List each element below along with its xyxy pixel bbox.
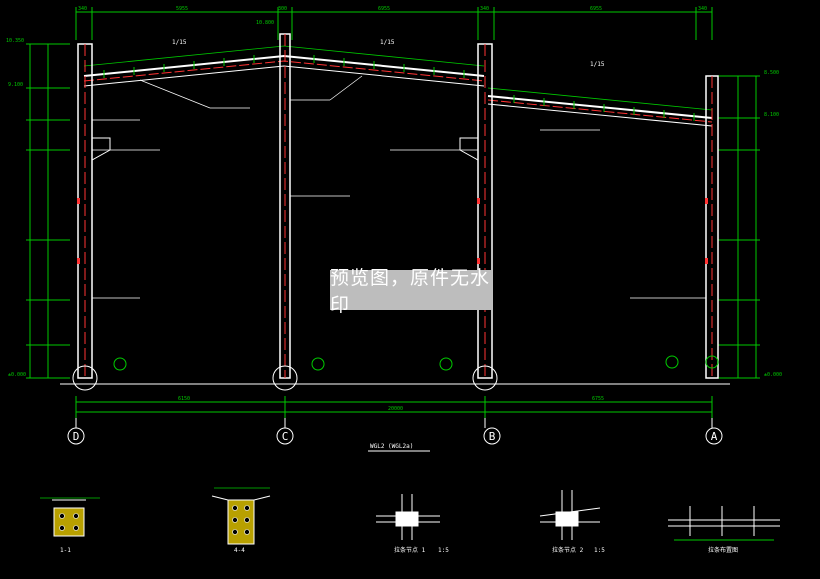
elev-right-top: 8.500 [764, 70, 779, 76]
detail-tie-node-2: 拉条节点 2 1:5 [539, 490, 605, 554]
rafter-left-span-bottom [83, 65, 485, 87]
watermark: 预览图，原件无水印 [330, 267, 492, 316]
slope-left: 1/15 [172, 39, 187, 46]
top-dimension-texts: 340 5955 300 6955 340 6955 340 [78, 6, 707, 12]
detail-1-1: 1-1 [40, 497, 100, 554]
detail-tie-layout: 拉条布置图 [668, 506, 780, 554]
detail-tie-node-1-scale: 1:5 [438, 547, 449, 554]
purlin-dim-line [83, 45, 713, 111]
rafter-right-span [487, 95, 713, 119]
detail-4-4: 4-4 [211, 487, 271, 554]
rafter-right-span-axis [487, 99, 713, 123]
axis-bubbles [67, 418, 723, 445]
dim-top-3: 6955 [378, 6, 390, 12]
detail-tie-node-2-label: 拉条节点 2 [552, 546, 584, 554]
right-elevations: 8.500 8.100 ±0.000 [764, 70, 782, 378]
left-dimension-chain [26, 43, 70, 379]
bottom-dimension-texts: 6150 20000 6755 [178, 396, 604, 412]
detail-4-4-label: 4-4 [234, 547, 245, 554]
stiffener-marks [77, 198, 708, 264]
axis-labels: D C B A [73, 430, 718, 443]
dim-top-4: 340 [480, 6, 489, 12]
rafter-left-span-axis [83, 60, 485, 82]
axis-d: D [73, 430, 80, 443]
columns [77, 33, 719, 379]
main-title: WGL2 (WGL2a) [370, 443, 413, 450]
slope-right: 1/15 [590, 61, 605, 68]
leader-lines [92, 75, 706, 299]
detail-1-1-label: 1-1 [60, 547, 71, 554]
left-elevations: 10.350 9.100 ±0.000 [6, 38, 26, 378]
dim-bottom-2: 6755 [592, 396, 604, 402]
dim-bottom-0: 6150 [178, 396, 190, 402]
roof-rafters [83, 54, 713, 127]
rafter-right-span-bottom [487, 103, 713, 127]
dim-top-0: 340 [78, 6, 87, 12]
axis-a: A [711, 430, 718, 443]
axis-b: B [489, 430, 496, 443]
elev-right-eave: 8.100 [764, 112, 779, 118]
dim-top-5: 6955 [590, 6, 602, 12]
slope-labels: 1/15 1/15 1/15 [172, 39, 605, 68]
dim-top-2: 300 [278, 6, 287, 12]
bottom-dimension-chain [75, 396, 713, 418]
dim-bottom-1: 20000 [388, 406, 403, 412]
elev-left-eave: 9.100 [8, 82, 23, 88]
detail-tie-node-2-scale: 1:5 [594, 547, 605, 554]
rafter-left-span [83, 54, 485, 77]
detail-tie-node-1: 拉条节点 1 1:5 [376, 494, 449, 554]
axis-c: C [282, 430, 289, 443]
right-dimension-chain [718, 75, 760, 379]
slope-middle: 1/15 [380, 39, 395, 46]
detail-tie-node-1-label: 拉条节点 1 [394, 546, 426, 554]
dim-top-1: 5955 [176, 6, 188, 12]
elev-ground-right: ±0.000 [764, 372, 782, 378]
elev-left-top: 10.350 [6, 38, 24, 44]
dim-top-6: 340 [698, 6, 707, 12]
detail-callouts [113, 355, 679, 371]
elev-ridge: 10.800 [256, 20, 274, 26]
detail-tie-layout-label: 拉条布置图 [708, 546, 738, 554]
elev-ground-left: ±0.000 [8, 372, 26, 378]
column-bases [72, 355, 719, 391]
purlins [103, 55, 695, 121]
top-dimension-chain [75, 7, 713, 40]
